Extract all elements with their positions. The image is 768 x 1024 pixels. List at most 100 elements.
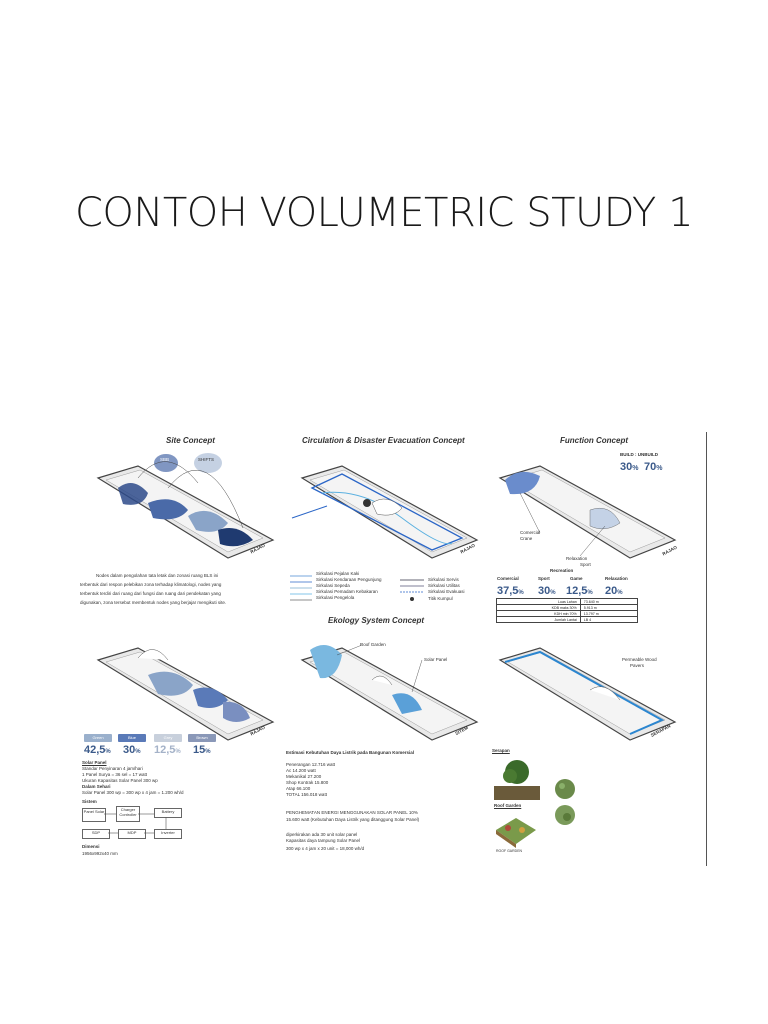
legend-item: Sirkulasi Kendaraan Pengunjung [316,577,382,582]
legend-item: Sirkulasi Sepeda [316,583,350,588]
legend-item: Sirkulasi Pengelola [316,595,355,600]
more-line: 300 wp x 4 jam x 20 unit = 18,000 wh/d [286,846,365,851]
hemat-line: PENGHEMATAN ENERGI MENGGUNAKAN SOLAR PAN… [286,810,418,815]
zone-val-blue-sign: % [135,749,141,755]
wood-label-1: Permeable Wood [622,657,657,662]
val-comercial-sign: % [518,590,524,596]
build-value: 30 [620,461,633,473]
solar-line: Standar Penyinaran 4 jam/hari [82,766,143,771]
board-divider [706,432,707,866]
legend-item: Sirkulasi Servis [428,577,459,582]
zone-val-green-number: 42,5 [84,744,106,756]
zone-val-grey-number: 12,5 [154,744,176,756]
solar-line-2: Solar Panel 300 wp = 300 wp x 4 jam = 1.… [82,790,184,795]
val-relaxation: 20% [605,585,623,597]
col-game: Game [570,576,583,581]
val-sport-number: 30 [538,585,551,597]
legend-item: Sirkulasi Utilitas [428,583,460,588]
zone-val-grey-sign: % [175,749,181,755]
flow-battery: Battery [154,808,182,818]
col-comercial: Comercial [497,576,519,581]
zone-val-green-sign: % [105,749,111,755]
site-desc-line-2: terbentuk dari respon pelebikan zona ter… [80,582,222,587]
zone-val-green: 42,5% [84,744,111,756]
site-desc-line-3: terbentuk terdiri dari ruang dari fungsi… [80,591,221,596]
flow-panel-solar: Panel Solar [82,808,106,822]
solar-heading-3: Sistem [82,799,97,804]
zone-val-grey: 12,5% [154,744,181,756]
ground-cover-swatch-1 [555,779,575,799]
legend-brown: Brown [188,734,216,742]
site-bubble-label-1: SBB [160,457,170,462]
val-sport: 30% [538,585,556,597]
legend-blue: Blue [118,734,146,742]
build-unbuild-label: BUILD : UNBUILD [620,452,658,457]
legend-green: Green [84,734,112,742]
wood-label-2: Pavers [630,663,645,668]
estimasi-line: Mekanikal 27.200 [286,774,322,779]
zone-val-brown: 15% [193,744,211,756]
zone-diagram [96,647,275,741]
estimasi-line: Atap 66.100 [286,786,311,791]
zone-val-blue-number: 30 [123,744,136,756]
val-game-number: 12,5 [566,585,588,597]
estimasi-heading: Estimasi Kebutuhan Daya Listrik pada Ban… [286,750,415,755]
site-desc-line-4: digunakan, zona tersebut membentuk nodes… [80,600,227,605]
table-cell: LB 4 [579,616,639,623]
flow-inverter: Inverter [154,829,182,839]
build-percent-sign: % [632,465,639,472]
legend-item: Sirkulasi Pejalan Kaki [316,571,360,576]
val-game-sign: % [587,590,593,596]
function-concept-title: Function Concept [560,436,628,445]
ground-cover-swatch-2 [555,805,575,825]
val-comercial-number: 37,5 [497,585,519,597]
col-sport: Sport [538,576,550,581]
legend-arrows-right-icon [400,579,424,601]
roof-garden-illustration [496,818,536,848]
unbuild-percent: 70% [644,461,662,473]
solar-panel-label: Solar Panel [424,657,448,662]
legend-grey: Grey [154,734,182,742]
site-concept-diagram [96,453,275,559]
solar-heading-2: Dalam Sehari [82,784,111,789]
col-relaxation: Relaxation [605,576,628,581]
hemat-line-2: 15.600 watt (Kebutuhan Daya Listrik yang… [286,817,420,822]
circulation-concept-title: Circulation & Disaster Evacuation Concep… [302,436,465,445]
function-label-sport: Sport [580,562,591,567]
val-game: 12,5% [566,585,593,597]
recreation-label: Recreation [550,568,574,573]
estimasi-line: Ac 14.200 watt [286,768,316,773]
val-relaxation-sign: % [617,590,623,596]
legend-arrows-icon [290,575,312,601]
flow-sdp: SDP [82,829,110,839]
roof-garden-heading: Roof Garden [494,803,522,808]
site-concept-title: Site Concept [166,436,215,445]
site-bubble-label-2: SHIFTS [198,457,215,462]
roof-garden-label: Roof Garden [360,642,386,647]
zone-val-blue: 30% [123,744,141,756]
table-cell: Jumlah Lantai [496,616,581,623]
serapan-heading: Serapan [492,748,510,753]
legend-item: Sirkulasi Pemadam Kebakaran [316,589,378,594]
unbuild-value: 70 [644,461,657,473]
flow-arrows-icon [104,813,167,834]
roof-garden-caption: ROOF GARDEN [496,849,523,853]
solar-line: 1 Panel Surya = 36 sel = 17 watt [82,772,148,777]
more-line: Kapasitas daya tampung Solar Panel [286,838,361,843]
build-percent: 30% [620,461,638,473]
legend-item: Sirkulasi Evakuasi [428,589,465,594]
zone-val-brown-number: 15 [193,744,206,756]
estimasi-line: Penerangan 12.716 watt [286,762,336,767]
site-desc-line-1: Nodes dalam pengolahan tata letak dan zo… [96,573,219,578]
tree-plant-icon [494,760,540,800]
solar-heading-4: Dimensi [82,844,100,849]
function-diagram [498,465,677,559]
legend-item: Titik Kumpul [428,596,453,601]
function-label-relaxation: Relaxation [566,556,588,561]
estimasi-line: TOTAL 156.018 watt [286,792,327,797]
slide-title: CONTOH VOLUMETRIC STUDY 1 [74,190,694,236]
ecology-concept-title: Ekology System Concept [328,616,425,625]
ecology-diagram [300,644,479,741]
val-relaxation-number: 20 [605,585,618,597]
